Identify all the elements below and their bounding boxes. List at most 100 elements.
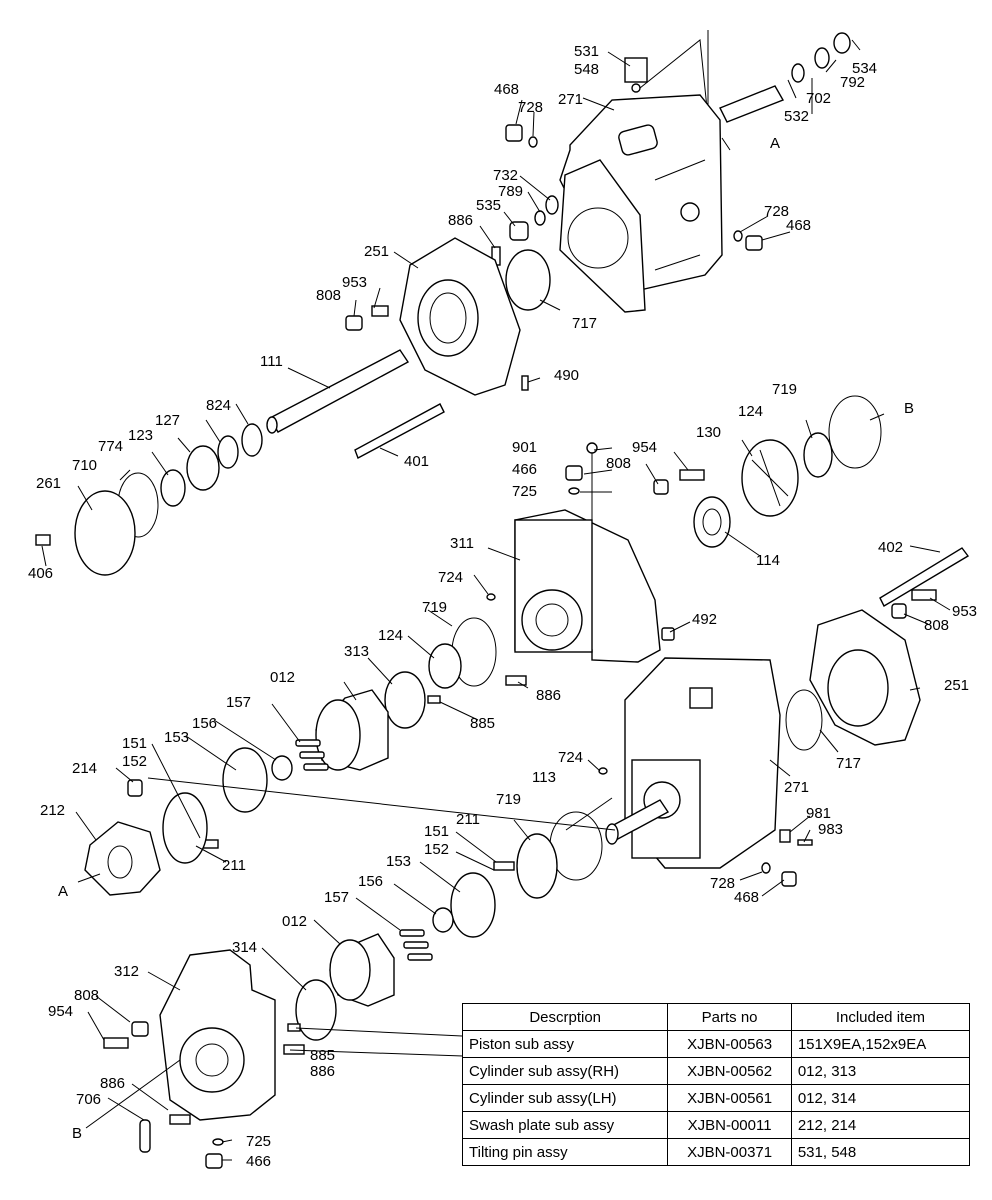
callout-153-bottom: 153: [386, 853, 411, 870]
callout-901: 901: [512, 439, 537, 456]
table-row: Cylinder sub assy(RH) XJBN-00562 012, 31…: [461, 1057, 971, 1085]
tilting-bush-214: [127, 779, 143, 797]
callout-153-top: 153: [164, 729, 189, 746]
cell-parts-no: XJBN-00562: [667, 1057, 792, 1085]
callout-313: 313: [344, 643, 369, 660]
oring-717-top: [505, 249, 551, 311]
seal-732: [545, 195, 559, 215]
oring-717-bottom: [785, 689, 823, 751]
callout-211-top: 211: [222, 857, 246, 874]
bearing-124-mid: [428, 643, 462, 689]
table-row: Cylinder sub assy(LH) XJBN-00561 012, 31…: [461, 1084, 971, 1112]
oring-724-bottom: [598, 767, 608, 775]
callout-532: 532: [784, 108, 809, 125]
callout-981: 981: [806, 805, 831, 822]
tilting-pin-assy: [624, 57, 648, 93]
cell-parts-no: XJBN-00011: [667, 1111, 792, 1139]
callout-b-top: B: [904, 400, 914, 417]
callout-152-top: 152: [122, 753, 147, 770]
seal-cover-261: [74, 490, 136, 576]
nut-808-mid: [653, 479, 669, 495]
callout-157-top: 157: [226, 694, 251, 711]
callout-886-bottom-b: 886: [100, 1075, 125, 1092]
callout-885-bottom: 885: [310, 1047, 335, 1064]
callout-728-upper: 728: [518, 99, 543, 116]
callout-314: 314: [232, 939, 257, 956]
pin-490: [521, 375, 529, 391]
screw-953-top: [371, 305, 389, 317]
plug-492: [661, 627, 675, 641]
callout-789: 789: [498, 183, 523, 200]
cell-included-item: 012, 314: [790, 1084, 971, 1112]
shoe-plate-211-top: [162, 792, 208, 864]
oring-719-bottom: [549, 811, 603, 881]
gear-pump-114: [693, 496, 731, 548]
callout-130: 130: [696, 424, 721, 441]
callout-124-top: 124: [738, 403, 763, 420]
callout-792: 792: [840, 74, 865, 91]
callout-312: 312: [114, 963, 139, 980]
seal-728-right: [733, 230, 743, 242]
valve-block-312: [159, 949, 276, 1121]
table-header-row: Descrption Parts no Included item: [461, 1003, 971, 1031]
oring-719-top: [828, 395, 882, 469]
callout-725-bottom: 725: [246, 1133, 271, 1150]
table-row: Piston sub assy XJBN-00563 151X9EA,152x9…: [461, 1030, 971, 1058]
seal-789: [534, 210, 546, 226]
callout-b-bottom: B: [72, 1125, 82, 1142]
callout-717-top: 717: [572, 315, 597, 332]
plug-468-right: [745, 235, 763, 251]
retainer-plate-153-top: [222, 747, 268, 813]
table-row: Swash plate sub assy XJBN-00011 212, 214: [461, 1111, 971, 1139]
callout-151-bottom: 151: [424, 823, 449, 840]
callout-548: 548: [574, 61, 599, 78]
servo-stem-532: [719, 32, 851, 123]
callout-406: 406: [28, 565, 53, 582]
seal-728-bottom: [761, 862, 771, 874]
callout-531: 531: [574, 43, 599, 60]
piston-151-bottom: [493, 861, 515, 871]
oil-seal-774: [160, 469, 186, 507]
callout-271-bottom: 271: [784, 779, 809, 796]
column-header-included-item: Included item: [790, 1003, 971, 1031]
callout-954-bottom: 954: [48, 1003, 73, 1020]
callout-127: 127: [155, 412, 180, 429]
impeller-130: [741, 439, 799, 517]
spherical-bush-156-bottom: [432, 907, 454, 933]
callout-808-right: 808: [924, 617, 949, 634]
callout-468-upper: 468: [494, 81, 519, 98]
callout-468-right: 468: [786, 217, 811, 234]
cell-parts-no: XJBN-00563: [667, 1030, 792, 1058]
plug-535: [509, 221, 529, 241]
cell-included-item: 212, 214: [790, 1111, 971, 1139]
callout-534: 534: [852, 60, 877, 77]
callout-311: 311: [450, 535, 474, 552]
callout-719-mid: 719: [422, 599, 447, 616]
eye-bolt-901: [586, 442, 598, 454]
valve-plate-313: [384, 671, 426, 729]
callout-808-mid: 808: [606, 455, 631, 472]
pin-885-bottom: [287, 1023, 301, 1032]
callout-886-mid: 886: [536, 687, 561, 704]
screw-954-mid: [679, 469, 705, 481]
spherical-bush-156-top: [271, 755, 293, 781]
callout-706: 706: [76, 1091, 101, 1108]
callout-728-bottom: 728: [710, 875, 735, 892]
callout-012-bottom: 012: [282, 913, 307, 930]
cell-description: Tilting pin assy: [461, 1138, 669, 1166]
swash-plate-212: [84, 821, 161, 896]
pump-housing-top: [559, 94, 723, 313]
callout-124-mid: 124: [378, 627, 403, 644]
callout-156-bottom: 156: [358, 873, 383, 890]
callout-251-bottom: 251: [944, 677, 969, 694]
callout-a-top: A: [770, 135, 780, 152]
callout-466-top: 466: [512, 461, 537, 478]
cell-description: Piston sub assy: [461, 1030, 669, 1058]
front-cover-251-bottom: [809, 609, 921, 746]
callout-724-top: 724: [438, 569, 463, 586]
cell-included-item: 531, 548: [790, 1138, 971, 1166]
nut-808-right: [891, 603, 907, 619]
callout-953-top: 953: [342, 274, 367, 291]
cell-parts-no: XJBN-00561: [667, 1084, 792, 1112]
